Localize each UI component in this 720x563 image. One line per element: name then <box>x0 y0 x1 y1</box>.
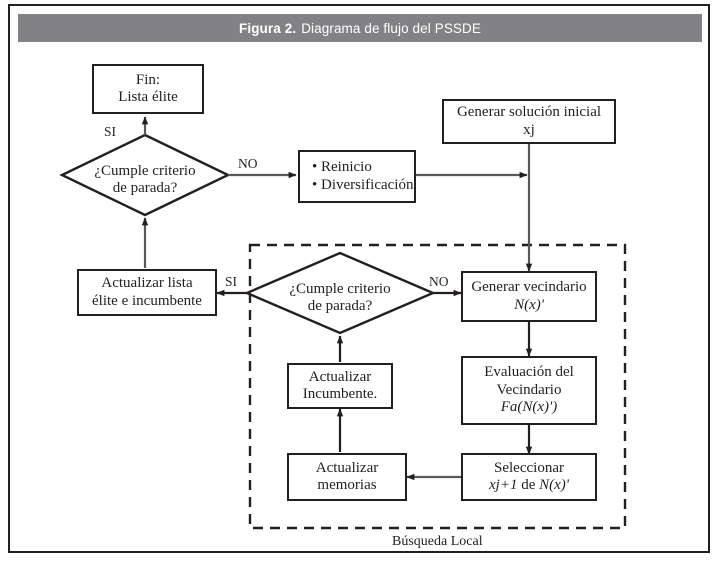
node-reinicio[interactable]: • Reinicio • Diversificación <box>298 150 416 203</box>
node-actualizar-lista[interactable]: Actualizar lista élite e incumbente <box>77 269 217 316</box>
decision-top-line2: de parada? <box>112 180 178 197</box>
node-generar-inicial-line2: xj <box>523 121 535 138</box>
node-actualizar-memorias-line2: memorias <box>317 477 377 493</box>
node-seleccionar-set: N(x)' <box>539 477 569 493</box>
decision-local-label[interactable]: ¿Cumple criterio de parada? <box>245 281 435 316</box>
busqueda-local-caption: Búsqueda Local <box>392 534 483 549</box>
figure-label: Figura 2. <box>239 20 297 36</box>
node-fin-line1: Fin: <box>135 71 161 88</box>
decision-local-line2: de parada? <box>307 298 373 315</box>
decision-top-label[interactable]: ¿Cumple criterio de parada? <box>50 163 240 198</box>
node-generar-vecindario[interactable]: Generar vecindario N(x)' <box>461 271 597 322</box>
node-reinicio-line1: • Reinicio <box>312 159 372 176</box>
node-evaluacion-line1: Evaluación del <box>484 364 574 381</box>
node-seleccionar[interactable]: Seleccionar xj+1 de N(x)' <box>461 453 597 501</box>
node-seleccionar-de: de <box>517 477 540 493</box>
node-actualizar-memorias-line1: Actualizar <box>315 459 379 476</box>
node-seleccionar-line1: Seleccionar <box>494 459 564 476</box>
node-actualizar-incumbente-line2: Incumbente. <box>302 386 378 402</box>
edge-label-no-local: NO <box>429 274 449 289</box>
node-reinicio-line2: • Diversificación <box>312 176 414 193</box>
node-evaluacion[interactable]: Evaluación del Vecindario Fa(N(x)') <box>461 356 597 425</box>
node-fin-line2: Lista élite <box>118 89 178 105</box>
node-evaluacion-line2: Vecindario <box>496 381 562 398</box>
node-actualizar-incumbente[interactable]: Actualizar Incumbente. <box>287 363 393 409</box>
node-actualizar-incumbente-line1: Actualizar <box>308 368 372 385</box>
node-seleccionar-expr: xj+1 <box>489 477 518 493</box>
decision-local-shape <box>243 251 437 335</box>
node-actualizar-lista-line1: Actualizar lista <box>101 275 193 292</box>
edge-label-si-local: SI <box>225 274 238 289</box>
node-seleccionar-line2: xj+1 de N(x)' <box>489 477 569 494</box>
figure-title-bar: Figura 2. Diagrama de flujo del PSSDE <box>18 14 702 42</box>
decision-local-line1: ¿Cumple criterio <box>289 281 391 297</box>
node-evaluacion-line3: Fa(N(x)') <box>500 399 558 416</box>
node-generar-inicial[interactable]: Generar solución inicial xj <box>442 99 616 144</box>
node-actualizar-lista-line2: élite e incumbente <box>92 292 202 309</box>
node-generar-vecindario-line2: N(x)' <box>514 296 544 313</box>
decision-top-shape <box>59 133 231 217</box>
busqueda-local-region <box>248 243 627 530</box>
node-generar-inicial-line1: Generar solución inicial <box>456 104 602 121</box>
node-fin[interactable]: Fin: Lista élite <box>92 64 204 114</box>
figure-title: Diagrama de flujo del PSSDE <box>301 20 481 36</box>
node-actualizar-memorias[interactable]: Actualizar memorias <box>287 453 407 501</box>
node-generar-vecindario-line1: Generar vecindario <box>471 279 587 296</box>
edge-label-si-top: SI <box>104 124 117 139</box>
edge-label-no-top: NO <box>238 156 258 171</box>
decision-top-line1: ¿Cumple criterio <box>94 163 196 179</box>
